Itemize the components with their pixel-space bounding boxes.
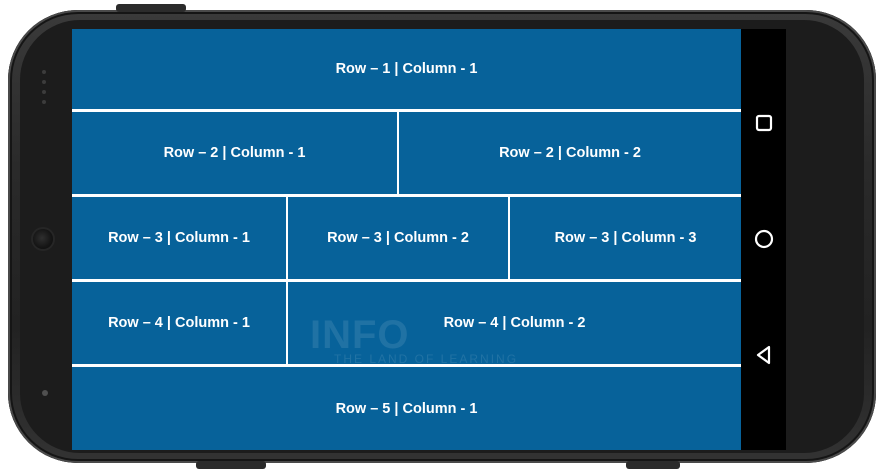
home-icon xyxy=(754,229,773,249)
bottom-side-button-2 xyxy=(626,461,680,469)
recent-apps-icon xyxy=(755,114,772,132)
grid-row-4: Row – 4 | Column - 1 Row – 4 | Column - … xyxy=(72,282,741,364)
grid-cell-row2-col1[interactable]: Row – 2 | Column - 1 xyxy=(72,112,397,194)
grid-cell-row3-col2[interactable]: Row – 3 | Column - 2 xyxy=(288,197,508,279)
grid-cell-row4-col1[interactable]: Row – 4 | Column - 1 xyxy=(72,282,286,364)
grid-row-5: Row – 5 | Column - 1 xyxy=(72,367,741,450)
front-camera xyxy=(33,229,53,249)
grid-cell-row3-col1[interactable]: Row – 3 | Column - 1 xyxy=(72,197,286,279)
back-button[interactable] xyxy=(741,333,786,377)
top-side-button xyxy=(116,4,186,12)
android-navigation-bar xyxy=(741,29,786,450)
grid-cell-row5-col1[interactable]: Row – 5 | Column - 1 xyxy=(72,367,741,450)
speaker-dots xyxy=(42,70,48,106)
grid-cell-row3-col3[interactable]: Row – 3 | Column - 3 xyxy=(510,197,741,279)
grid-cell-row2-col2[interactable]: Row – 2 | Column - 2 xyxy=(399,112,741,194)
grid-cell-row4-col2[interactable]: Row – 4 | Column - 2 xyxy=(288,282,741,364)
bottom-side-button xyxy=(196,461,266,469)
grid-row-3: Row – 3 | Column - 1 Row – 3 | Column - … xyxy=(72,197,741,279)
recent-apps-button[interactable] xyxy=(741,101,786,145)
proximity-sensor xyxy=(42,390,48,396)
back-icon xyxy=(756,345,770,365)
grid-row-2: Row – 2 | Column - 1 Row – 2 | Column - … xyxy=(72,112,741,194)
grid-cell-row1-col1[interactable]: Row – 1 | Column - 1 xyxy=(72,29,741,109)
app-screen: Row – 1 | Column - 1 Row – 2 | Column - … xyxy=(72,29,741,450)
home-button[interactable] xyxy=(741,217,786,261)
grid-row-1: Row – 1 | Column - 1 xyxy=(72,29,741,109)
